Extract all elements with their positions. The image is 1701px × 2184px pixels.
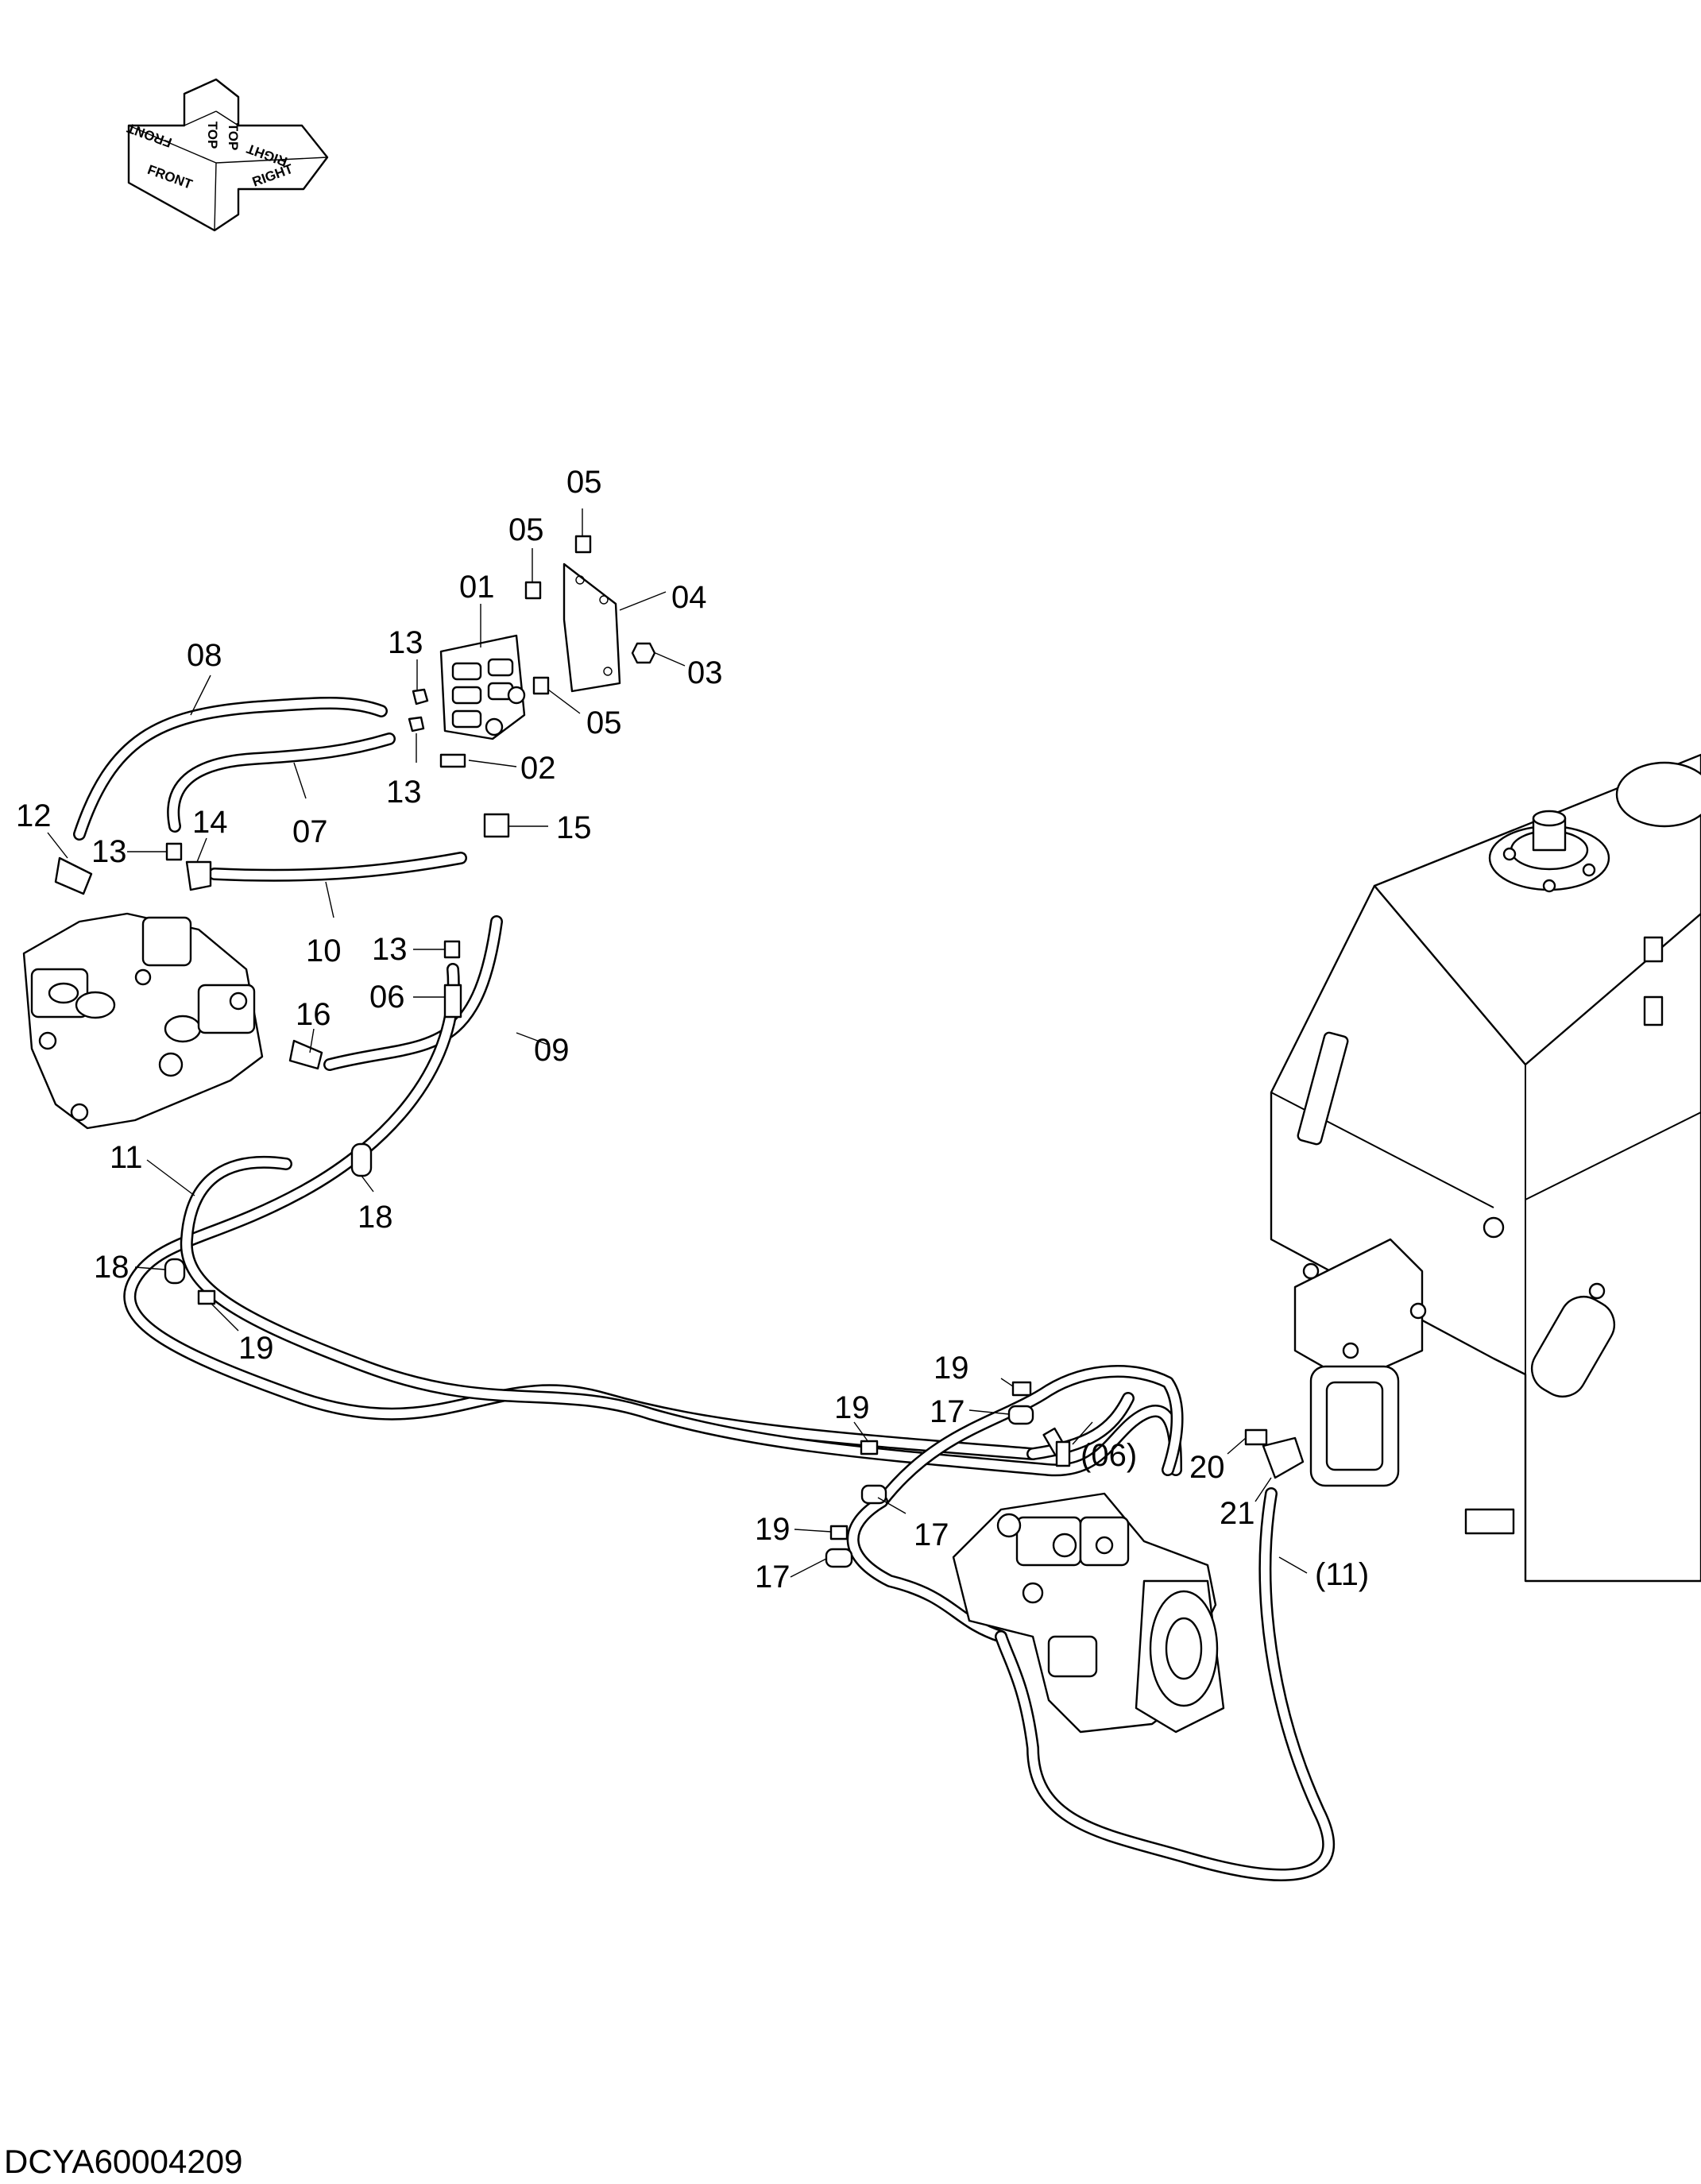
callout-06-ref: (06) [1081,1438,1137,1473]
orientation-indicator: FRONT TOP RIGHT FRONT TOP RIGHT [125,78,329,232]
callout-08: 08 [187,638,222,673]
hose-08 [73,697,388,841]
fittings [54,688,1305,1540]
callout-16: 16 [296,997,331,1032]
callout-13-upper: 13 [388,625,423,660]
orientation-label-top-flipped: TOP [205,122,220,149]
callout-02: 02 [520,751,556,786]
callout-07: 07 [292,814,328,849]
clamps [164,1142,1034,1568]
callout-11: 11 [110,1140,143,1175]
callout-10: 10 [306,934,342,968]
callout-06: 06 [369,980,405,1015]
callout-17-upper: 17 [930,1394,965,1429]
callout-19-left: 19 [238,1331,274,1366]
callout-20: 20 [1189,1450,1225,1485]
callout-05-left: 05 [508,512,544,547]
callout-13-left: 13 [91,834,127,869]
hose-routing [73,697,1336,1881]
bolts-05 [439,535,656,768]
callout-13-mid: 13 [386,775,422,810]
callout-11-ref: (11) [1315,1557,1369,1592]
machine-frame [1270,753,1701,1583]
control-valve [22,912,264,1130]
callout-05-top: 05 [566,465,602,500]
callout-15: 15 [556,810,592,845]
callout-01: 01 [459,570,495,605]
callout-19-mid: 19 [834,1390,870,1425]
bracket-04 [562,562,621,693]
callout-04: 04 [671,580,707,615]
callout-03: 03 [687,655,723,690]
callout-19-upper-right: 19 [934,1351,969,1386]
callout-05-lower: 05 [586,705,622,740]
callout-18-lower: 18 [94,1250,130,1285]
valve-block-01 [439,634,526,740]
callout-17-mid: 17 [914,1517,949,1552]
callout-18-upper: 18 [358,1200,393,1235]
callout-12: 12 [16,798,52,833]
callout-13-lower: 13 [372,932,408,967]
callout-19-lower: 19 [755,1512,791,1547]
hose-09 [323,915,503,1071]
callout-17-lower: 17 [755,1560,791,1595]
pump-assembly [952,1492,1225,1734]
document-id: DCYA60004209 [4,2143,242,2180]
callout-21: 21 [1220,1496,1255,1531]
callout-09: 09 [534,1033,570,1068]
callout-14: 14 [192,805,228,840]
leader-lines [47,508,1308,1578]
callout-labels: 05 05 04 01 03 13 05 08 02 13 12 13 14 0… [16,465,1369,1595]
orientation-label-top: TOP [226,123,241,151]
